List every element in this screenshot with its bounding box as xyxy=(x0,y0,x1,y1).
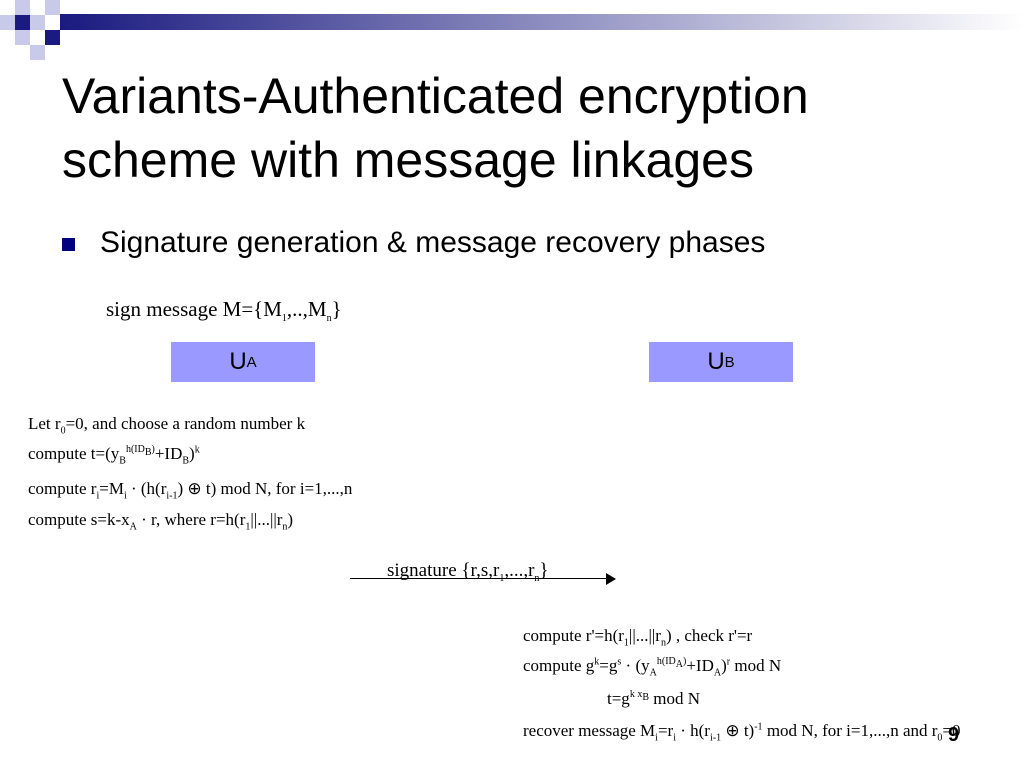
receiver-step-4: recover message Mi=ri · h(ri-1 ⊕ t)-1 mo… xyxy=(523,721,961,744)
receiver-step-1: compute r'=h(r1||...||rn) , check r'=r xyxy=(523,626,753,649)
arrow-right-icon xyxy=(606,573,616,585)
page-number: 9 xyxy=(948,724,960,746)
title-line-1: Variants-Authenticated encryption xyxy=(62,68,809,124)
bullet-text: Signature generation & message recovery … xyxy=(100,226,766,259)
title-line-2: scheme with message linkages xyxy=(62,132,754,188)
sender-step-4: compute s=k-xA · r, where r=h(r1||...||r… xyxy=(28,510,294,533)
sign-message-text: sign message M={M1,..,Mn} xyxy=(106,297,342,325)
slide-title: Variants-Authenticated encryption scheme… xyxy=(62,64,1002,192)
sender-step-3: compute ri=Mi · (h(ri-1) ⊕ t) mod N, for… xyxy=(28,479,353,502)
signature-arrow-line xyxy=(350,578,608,579)
signature-label: signature {r,s,r1,...,rn} xyxy=(387,560,549,584)
header-decoration xyxy=(0,0,1024,60)
receiver-step-3: t=gk xB mod N xyxy=(607,689,700,708)
square-bullet-icon xyxy=(62,237,75,251)
sender-step-1: Let r0=0, and choose a random number k xyxy=(28,414,306,437)
receiver-step-2: compute gk=gs · (yAh(IDA)+IDA)r mod N xyxy=(523,656,782,679)
bullet-item: Signature generation & message recovery … xyxy=(62,226,765,260)
sender-step-2: compute t=(yBh(IDB)+IDB)k xyxy=(28,444,200,467)
